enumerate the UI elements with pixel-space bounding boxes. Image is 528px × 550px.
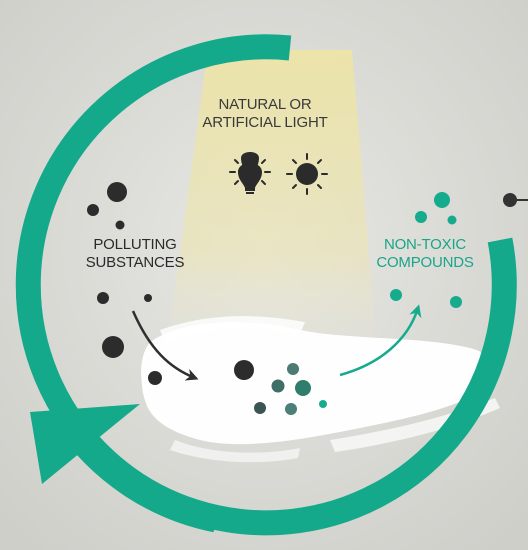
pollutant-to-catalyst-arrow xyxy=(131,310,199,381)
nontoxic-particle xyxy=(415,211,427,223)
pollutant-particle xyxy=(102,336,124,358)
pollutant-particle xyxy=(115,220,125,230)
pollutant-particle xyxy=(87,204,99,216)
polluting-label-line-1: POLLUTING xyxy=(93,236,177,253)
transforming-particle xyxy=(319,400,327,408)
pollutant-particle xyxy=(148,371,162,385)
nontoxic-particles xyxy=(390,192,462,308)
transforming-particle xyxy=(287,363,299,375)
catalyst-to-nontoxic-arrow xyxy=(339,304,422,377)
nontoxic-particle xyxy=(450,296,462,308)
polluting-substances-label: POLLUTING SUBSTANCES xyxy=(60,236,210,272)
light-source-label-line-2: ARTIFICIAL LIGHT xyxy=(202,114,328,131)
non-toxic-compounds-label: NON-TOXIC COMPOUNDS xyxy=(350,236,500,272)
edge-pointer xyxy=(503,193,528,207)
transforming-particle xyxy=(295,380,311,396)
nontoxic-label-line-2: COMPOUNDS xyxy=(376,254,474,271)
nontoxic-label-line-1: NON-TOXIC xyxy=(383,236,467,253)
pollutant-particle xyxy=(107,182,127,202)
transforming-particle xyxy=(254,402,266,414)
pollutant-particle xyxy=(234,360,254,380)
nontoxic-particle xyxy=(434,192,450,208)
nontoxic-particle xyxy=(390,289,402,301)
pollutant-particle xyxy=(144,294,152,302)
light-source-label: NATURAL OR ARTIFICIAL LIGHT xyxy=(190,96,340,132)
cycle-arrow xyxy=(15,34,517,536)
polluting-label-line-2: SUBSTANCES xyxy=(85,254,185,271)
transforming-particle xyxy=(285,403,297,415)
light-source-label-line-1: NATURAL OR xyxy=(218,96,312,113)
pollutant-particle xyxy=(97,292,109,304)
sun-icon xyxy=(286,153,328,195)
nontoxic-particle xyxy=(447,215,457,225)
light-bulb-icon xyxy=(229,152,271,194)
transforming-particle xyxy=(271,379,285,393)
light-beam xyxy=(168,50,376,340)
paint-brush-stroke xyxy=(141,316,500,463)
cycle-arrowhead xyxy=(30,404,140,484)
transforming-particles xyxy=(254,363,327,415)
pollutant-particles xyxy=(87,182,254,385)
